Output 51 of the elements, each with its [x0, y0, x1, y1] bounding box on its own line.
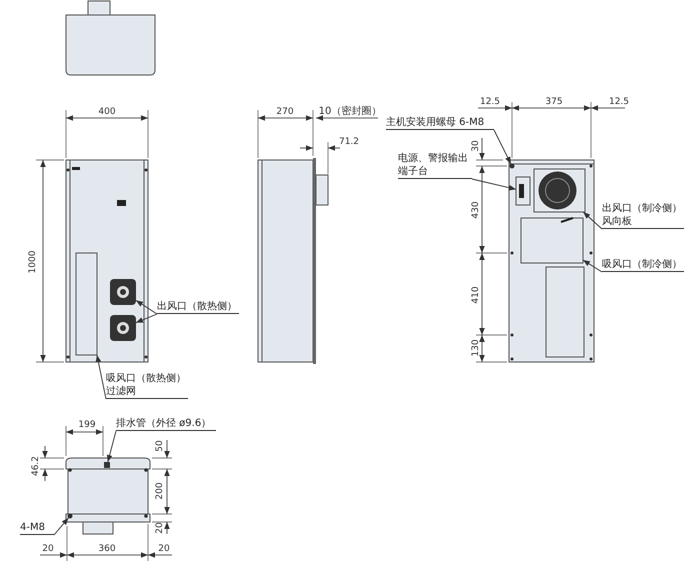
- callout-text: 吸风口（制冷侧）: [602, 258, 683, 271]
- leader-line: [494, 130, 512, 164]
- dimension-label: 1000: [28, 250, 38, 274]
- fan-grille: [110, 315, 136, 341]
- dimension-label: 200: [155, 482, 165, 500]
- callout-text: 吸风口（散热侧）: [106, 372, 187, 385]
- fan-grille: [110, 279, 136, 305]
- filter-panel: [76, 252, 98, 356]
- dimension-label: 30: [471, 140, 481, 152]
- leader-line: [136, 300, 158, 314]
- dimension-label: 130: [471, 339, 481, 357]
- dimension-label: 410: [471, 286, 481, 304]
- leader-line: [106, 430, 116, 462]
- dimension-label: 20: [42, 544, 54, 554]
- drain-pipe: [104, 462, 110, 468]
- mounting-nut: [510, 164, 514, 168]
- callout-text: 主机安装用螺母 6-M8: [386, 116, 486, 129]
- mounting-hole: [68, 514, 72, 518]
- dimension-label: 46.2: [31, 456, 41, 476]
- leader-line: [96, 354, 106, 400]
- callout-text: 出风口（制冷侧）: [602, 202, 683, 215]
- callout-text: 排水管（外径 ø9.6）: [116, 417, 212, 430]
- dimension-label: 199: [78, 420, 96, 430]
- dimension-label: 50: [155, 440, 165, 452]
- air-intake-panel: [520, 217, 584, 264]
- callout-text: 4-M8: [20, 521, 46, 534]
- callout-text: 电源、警报输出端子台: [398, 152, 469, 178]
- dimension-label: 12.5: [480, 97, 500, 107]
- dimension-label: 20: [158, 544, 170, 554]
- dimension-label: 10（密封圈）: [318, 104, 382, 118]
- dimension-label: 71.2: [338, 137, 360, 147]
- callout-text: 风向板: [602, 215, 633, 228]
- leader-line: [582, 212, 602, 230]
- leader-line: [136, 314, 158, 324]
- dimension-label: 20: [155, 522, 165, 534]
- callout-text: 出风口（散热侧）: [157, 300, 238, 313]
- dimension-label: 270: [276, 107, 294, 117]
- callout-label: [20, 521, 54, 535]
- callout-text: 过滤网: [106, 385, 137, 398]
- dimension-label: 430: [471, 201, 481, 219]
- callout-label: [602, 202, 684, 229]
- dimension-label: 360: [98, 544, 116, 554]
- dimension-label: 12.5: [608, 97, 630, 107]
- leader-line: [54, 517, 69, 536]
- terminal-block: [516, 176, 530, 206]
- dimension-label: 375: [545, 97, 563, 107]
- callout-label: [106, 372, 188, 399]
- leader-line: [472, 178, 516, 190]
- dimension-label: 400: [98, 107, 116, 117]
- leader-line: [582, 260, 602, 272]
- air-outlet-louver: [534, 168, 586, 212]
